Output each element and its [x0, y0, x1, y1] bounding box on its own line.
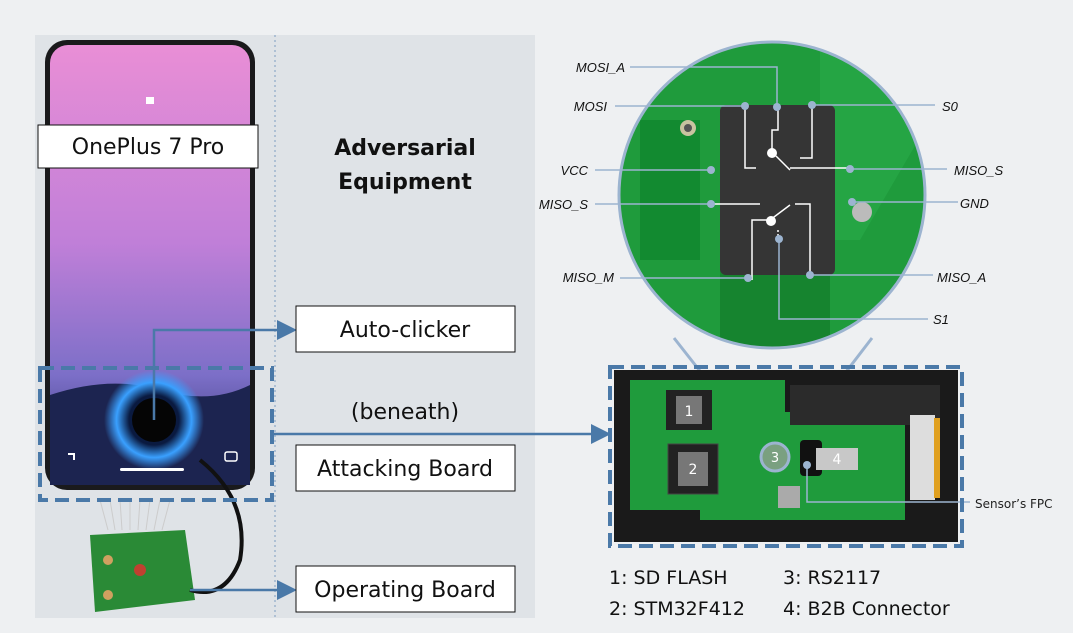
attacking-board-image: 1 2 3 4 — [608, 365, 970, 548]
attacking-board-box — [295, 444, 516, 492]
arrow-auto-clicker — [152, 320, 297, 420]
rs2117-chip — [720, 105, 835, 275]
chip-marker-3: 3 — [771, 451, 779, 466]
auto-clicker-label: Auto-clicker — [340, 318, 471, 343]
pin-miso-m: MISO_M — [563, 270, 614, 285]
phone-icon — [68, 453, 75, 460]
pin-miso-s-left: MISO_S — [539, 197, 588, 212]
camera-icon — [224, 451, 238, 462]
legend-item-2: 2: STM32F412 — [609, 598, 745, 620]
pin-s0: S0 — [942, 99, 959, 114]
operating-board-box — [295, 565, 516, 613]
pin-miso-s-right: MISO_S — [954, 163, 1003, 178]
heading-line2: Equipment — [338, 170, 472, 195]
legend-item-4: 4: B2B Connector — [783, 598, 950, 620]
auto-clicker-box — [295, 305, 516, 353]
legend-item-3: 3: RS2117 — [783, 567, 881, 589]
sensor-fpc-label: Sensor’s FPC — [975, 497, 1053, 511]
legend-item-1: 1: SD FLASH — [609, 567, 728, 589]
pin-miso-a: MISO_A — [937, 270, 986, 285]
lock-icon — [146, 97, 154, 104]
heading-line1: Adversarial — [334, 136, 476, 161]
pin-mosi: MOSI — [574, 99, 608, 114]
phone-label-box — [37, 124, 259, 169]
chip-marker-1: 1 — [685, 404, 694, 420]
pin-gnd: GND — [960, 196, 989, 211]
operating-board-label: Operating Board — [314, 578, 496, 603]
operating-board-image — [90, 458, 244, 612]
phone-image — [45, 40, 255, 490]
pin-mosi-a: MOSI_A — [576, 60, 625, 75]
attacking-board-label: Attacking Board — [317, 457, 493, 482]
pin-s1: S1 — [933, 312, 949, 327]
beneath-label: (beneath) — [351, 400, 459, 425]
chip-marker-4: 4 — [833, 452, 842, 468]
pin-vcc: VCC — [561, 163, 589, 178]
chip-marker-2: 2 — [689, 462, 698, 478]
phone-label: OnePlus 7 Pro — [72, 135, 224, 160]
